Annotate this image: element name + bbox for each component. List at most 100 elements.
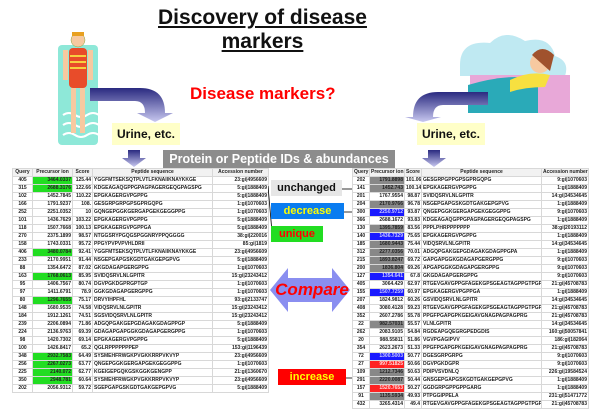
peptide-sequence-cell: PPGYPVPVPVHLDRII (92, 240, 213, 249)
accession-cell: 21:gi|1360670 (212, 368, 269, 377)
accession-cell: 21:gi|45708783 (541, 304, 589, 313)
precursor-ion-cell: 1912.1261 (32, 312, 73, 321)
query-cell: 366 (352, 216, 370, 225)
score-cell: 108. (72, 200, 93, 209)
precursor-ion-cell: 2688.1672 (369, 216, 405, 225)
peptide-sequence-cell: NSGEPGAPGSKGDTGAKGEPGPVG (92, 256, 213, 265)
query-cell: 408 (352, 304, 370, 313)
precursor-ion-cell: 1791.9237 (32, 200, 73, 209)
peptide-sequence-cell: SYSMEHFRWGKPVGKKRRPVKVYP (92, 352, 213, 361)
query-cell: 233 (12, 256, 33, 265)
score-cell: 49.93 (404, 392, 422, 401)
peptide-sequence-cell: YGGFMTSEKSQTPLVTLFKNAIIKNAYKKGE (92, 176, 213, 185)
score-cell: 83.56 (404, 224, 422, 233)
peptide-sequence-cell: EPGKAGERGVPGPPGA (92, 224, 213, 233)
query-cell: 315 (12, 184, 33, 193)
accession-cell: 1:gi|1070603 (212, 360, 269, 369)
peptide-sequence-cell: NTGGSRYPGQGSPGGNRYPPQGGGG (92, 232, 213, 241)
peptide-sequence-cell: VIDQSRVLNLGPITR (92, 304, 213, 313)
column-header: Peptide sequence (421, 168, 542, 177)
accession-cell: 1:gi|1888409 (541, 184, 589, 193)
accession-cell: 186:gi|182064 (541, 336, 589, 345)
accession-cell: 1:gi|1070603 (212, 280, 269, 289)
peptide-sequence-cell: NSGEPGAPGSKGDTGAKGEPGPVG (421, 200, 542, 209)
score-cell: 60.64 (72, 376, 93, 385)
precursor-ion-cell: 2140.072 (32, 368, 73, 377)
score-cell: 80.74 (72, 280, 93, 289)
peptide-sequence-cell: SVIDQSRVLNLGPITR (421, 192, 542, 201)
peptide-sequence-cell: SGSVIDQSRVLNLGPITR (92, 312, 213, 321)
query-cell: 148 (12, 304, 33, 313)
peptide-sequence-cell: SGEPGAPGSKGDTGAKGEPGPVG (92, 384, 213, 393)
accession-cell: 9:gi|1070603 (541, 360, 589, 369)
precursor-ion-cell: 1768.0613 (32, 272, 73, 281)
precursor-ion-cell: 2375.1899 (32, 232, 73, 241)
accession-cell: 93:gi|2133747 (212, 296, 269, 305)
query-cell: 185 (352, 240, 370, 249)
peptide-sequence-cell: EPGKAGERGVPGPPG (421, 184, 542, 193)
accession-cell: 9:gi|1070603 (541, 208, 589, 217)
query-cell: 100 (12, 344, 33, 353)
decrease-label: decrease (271, 203, 344, 219)
accession-cell: 1:gi|1070603 (212, 328, 269, 337)
peptide-sequence-cell: GGDGRPGPPGPPGARG (421, 384, 542, 393)
query-cell: 252 (12, 208, 33, 217)
score-cell: 55.57 (404, 320, 422, 329)
peptide-sequence-cell: RTGEVGAVGPPGFAGEKGPSGEAGTAGPPGTPGPQG (421, 400, 542, 409)
score-cell: 101.06 (404, 176, 422, 185)
precursor-ion-cell: 1135.5934 (369, 392, 405, 401)
score-cell: 75.44 (404, 240, 422, 249)
query-cell: 127 (352, 272, 370, 281)
precursor-ion-cell: 1893.8247 (369, 256, 405, 265)
query-cell: 163 (12, 272, 33, 281)
score-cell: 103.22 (72, 216, 93, 225)
peptide-sequence-cell: VLNLGPITR (421, 320, 542, 329)
peptide-sequence-cell: QGLRPPPPPPPEP (92, 344, 213, 353)
query-cell: 184 (12, 312, 33, 321)
query-cell: 239 (12, 320, 33, 329)
unchanged-label: unchanged (271, 180, 342, 196)
precursor-ion-cell: 1411.6791 (32, 288, 73, 297)
query-cell: 166 (12, 200, 33, 209)
accession-cell: 21:gi|45708783 (541, 312, 589, 321)
peptide-sequence-cell: EPGKAGERGVPGPPG (92, 216, 213, 225)
accession-cell: 9:gi|1070603 (541, 256, 589, 265)
score-cell: 51.33 (404, 344, 422, 353)
score-cell: 75.65 (404, 232, 422, 241)
query-cell: 405 (352, 280, 370, 289)
precursor-ion-cell: 1680.9535 (32, 304, 73, 313)
query-cell: 98 (12, 336, 33, 345)
precursor-ion-cell: 2220.0087 (369, 376, 405, 385)
score-cell: 59.72 (72, 384, 93, 393)
peptide-sequence-cell: GESGRPGPPGPSGPRGQPG (421, 176, 542, 185)
accession-cell: 5:gi|1888409 (212, 320, 269, 329)
accession-cell: 153:gi|1196439 (212, 344, 269, 353)
query-cell: 97 (12, 288, 33, 297)
column-header: Precursor ion (369, 168, 405, 177)
column-header: Accession number (541, 168, 589, 177)
query-cell: 204 (352, 200, 370, 209)
score-cell: 50.44 (404, 376, 422, 385)
score-cell: 98.87 (404, 192, 422, 201)
precursor-ion-cell: 1507.7259 (369, 288, 405, 297)
peptide-sequence-cell: KDGEAGAQGPPGPAGPAGERGEQGPAGSPG (421, 216, 542, 225)
precursor-ion-cell: 1354.6472 (32, 264, 73, 273)
query-cell: 207 (352, 296, 370, 305)
accession-cell: 1:gi|1070603 (212, 200, 269, 209)
precursor-ion-cell: 1743.0331 (32, 240, 73, 249)
precursor-ion-cell: 2170.9766 (369, 200, 405, 209)
accession-cell: 23:gi|4956609 (212, 352, 269, 361)
precursor-ion-cell: 2251.0352 (32, 208, 73, 217)
